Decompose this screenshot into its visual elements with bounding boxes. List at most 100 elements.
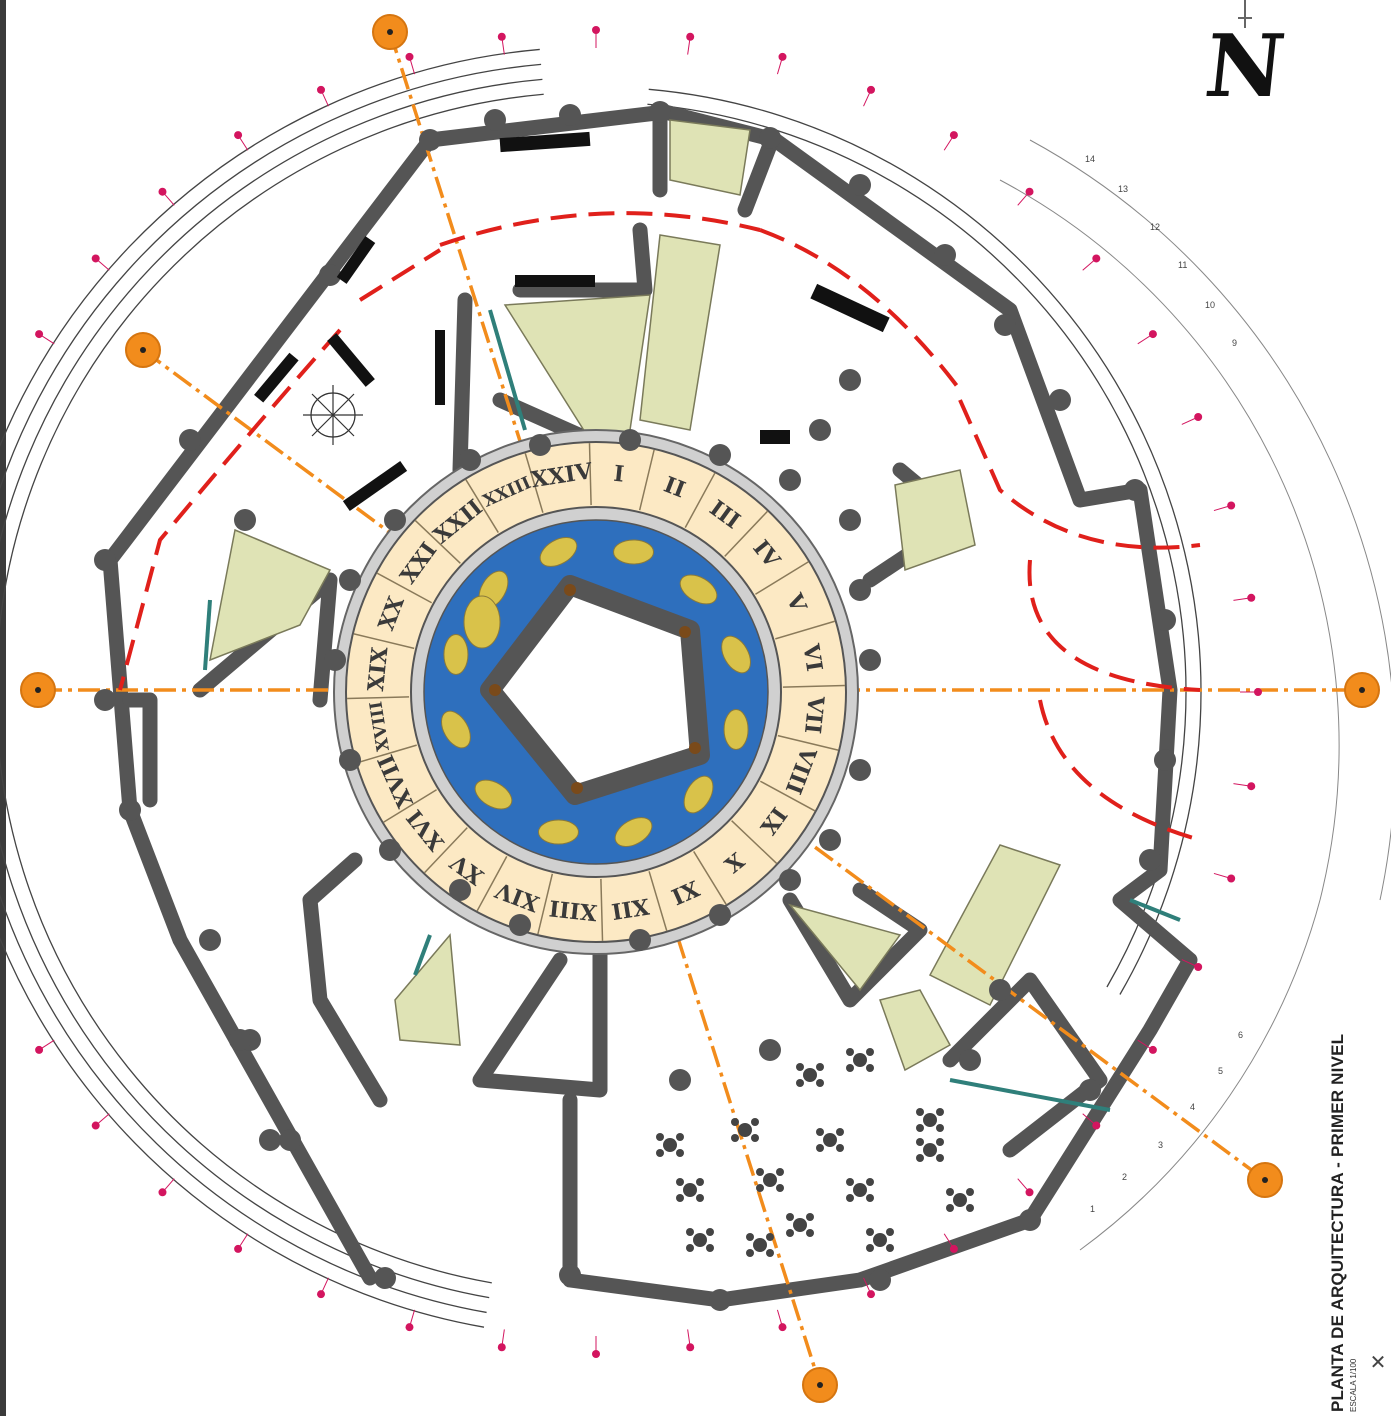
- column: [119, 799, 141, 821]
- column: [1079, 1079, 1101, 1101]
- perimeter-arc: [0, 93, 544, 1284]
- chair: [936, 1108, 944, 1116]
- ring-divider: [383, 789, 437, 823]
- perimeter-arc: [647, 103, 1187, 988]
- chair: [756, 1184, 764, 1192]
- central-pentagon: [480, 575, 710, 805]
- chair: [936, 1124, 944, 1132]
- circulation-paths: [118, 211, 1201, 842]
- table: [738, 1123, 752, 1137]
- chair: [916, 1108, 924, 1116]
- axis-marker-dot: [1262, 1177, 1268, 1183]
- axis-diagonal-a: [388, 31, 822, 1386]
- axis-marker-dot: [1359, 687, 1365, 693]
- grid-pin: [1148, 330, 1157, 339]
- ring-divider: [347, 696, 410, 700]
- chair: [866, 1064, 874, 1072]
- chair: [696, 1194, 704, 1202]
- chair: [966, 1204, 974, 1212]
- axis-marker-dot: [140, 347, 146, 353]
- column: [809, 419, 831, 441]
- column: [759, 127, 781, 149]
- ring-numeral: VII: [799, 694, 829, 735]
- grid-pin: [35, 1045, 44, 1054]
- column: [94, 689, 116, 711]
- ring-divider: [537, 873, 554, 935]
- grid-pin: [1247, 782, 1256, 791]
- grid-pin: [949, 131, 958, 140]
- column: [859, 649, 881, 671]
- ring-dividers: [347, 443, 845, 941]
- column: [709, 1289, 731, 1311]
- column: [374, 1267, 396, 1289]
- column: [339, 749, 361, 771]
- row-label: 9: [1232, 338, 1237, 348]
- north-arrow-tick: [1238, 0, 1252, 28]
- table: [683, 1183, 697, 1197]
- ring-numeral: I: [612, 461, 625, 488]
- ring-numeral: XIII: [548, 894, 598, 925]
- zodiac-figure: [614, 817, 653, 847]
- column: [94, 549, 116, 571]
- chair: [916, 1154, 924, 1162]
- grid-pin: [1025, 187, 1034, 196]
- grid-pin: [1227, 874, 1236, 883]
- chair: [866, 1244, 874, 1252]
- zodiac-figures: [441, 537, 751, 847]
- chair: [676, 1149, 684, 1157]
- perimeter-arc: [0, 63, 542, 1314]
- chair: [846, 1194, 854, 1202]
- column: [484, 109, 506, 131]
- column: [669, 1069, 691, 1091]
- chair: [946, 1204, 954, 1212]
- column: [959, 1049, 981, 1071]
- row-label: 14: [1085, 154, 1095, 164]
- column: [779, 469, 801, 491]
- chair: [746, 1233, 754, 1241]
- ring-divider: [357, 744, 417, 764]
- row-label: 12: [1150, 222, 1160, 232]
- grid-pin: [1227, 501, 1236, 510]
- column: [229, 1029, 251, 1051]
- main-walls: [102, 104, 1198, 1308]
- grid-pin: [867, 1290, 876, 1299]
- ring-divider: [731, 820, 778, 864]
- chair: [866, 1048, 874, 1056]
- ring-divider: [524, 453, 544, 513]
- ring-divider: [755, 561, 809, 595]
- grid-pin: [592, 1350, 600, 1358]
- grid-pin: [778, 1323, 787, 1332]
- outer-perimeter-lines: [0, 48, 1202, 1328]
- grid-pin: [234, 131, 243, 140]
- grid-pin: [91, 1121, 100, 1130]
- table: [853, 1053, 867, 1067]
- ring-divider: [424, 827, 468, 874]
- seating-row-labels: 14 13 12 11 10 9 1 2 3 4 5 6: [1085, 154, 1243, 1214]
- row-label: 2: [1122, 1172, 1127, 1182]
- column: [1124, 479, 1146, 501]
- compass-rose: [303, 385, 363, 445]
- chair: [731, 1134, 739, 1142]
- chair: [836, 1128, 844, 1136]
- zodiac-figure: [683, 775, 714, 814]
- chair: [846, 1048, 854, 1056]
- ring-divider: [684, 472, 716, 529]
- table: [953, 1193, 967, 1207]
- chair: [846, 1178, 854, 1186]
- ring-divider: [588, 443, 592, 506]
- ring-divider: [759, 780, 816, 812]
- grid-pin: [1025, 1188, 1034, 1197]
- ring-divider: [777, 734, 839, 751]
- close-icon[interactable]: ✕: [1369, 1350, 1387, 1374]
- chair: [916, 1138, 924, 1146]
- glass-facades: [203, 309, 1181, 1112]
- column: [1049, 389, 1071, 411]
- zodiac-figure: [723, 709, 749, 751]
- chair: [806, 1229, 814, 1237]
- north-indicator: N: [1200, 16, 1290, 117]
- chair: [836, 1144, 844, 1152]
- column: [709, 904, 731, 926]
- ring-divider: [638, 449, 655, 511]
